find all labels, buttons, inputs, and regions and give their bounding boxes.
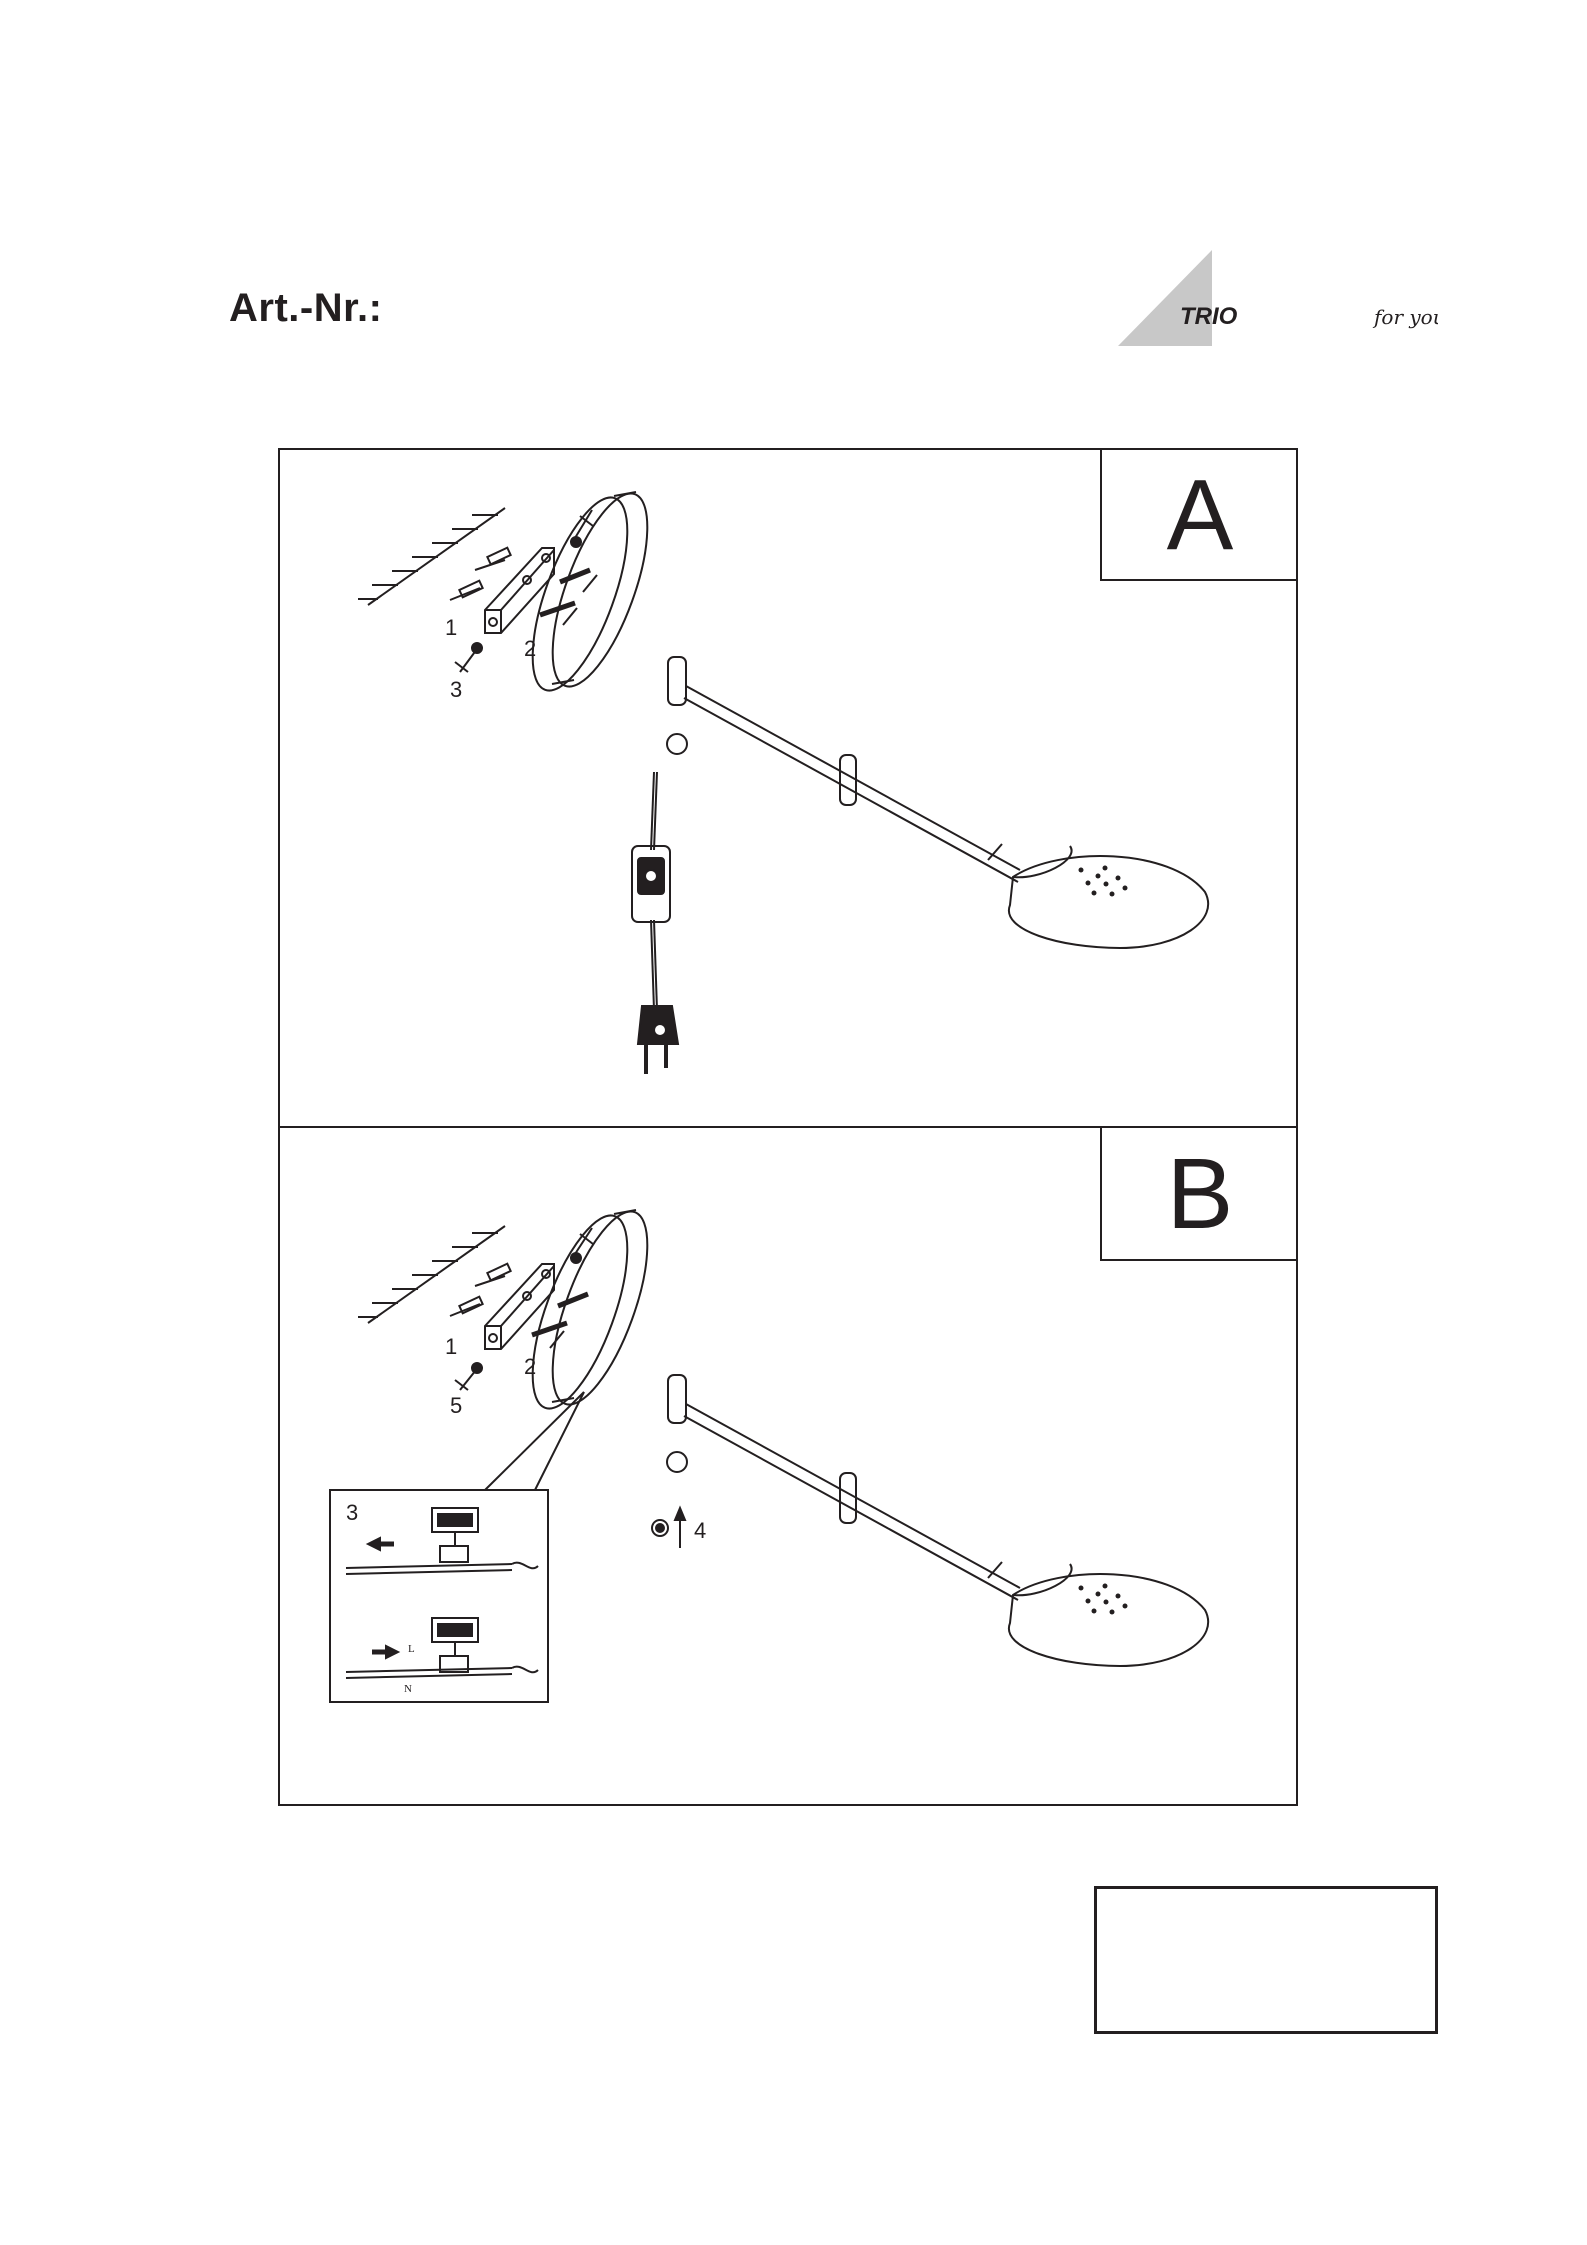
cover-screw (652, 1508, 685, 1548)
swing-arm (667, 657, 1020, 882)
logo-triangle (1118, 250, 1212, 346)
wall-plate (513, 483, 667, 702)
terminal-block-bottom (346, 1618, 538, 1678)
lamp-head (1009, 1564, 1208, 1666)
step-5: 5 (450, 1393, 462, 1418)
inset-step-3: 3 (346, 1500, 358, 1525)
neutral-label: N (404, 1683, 412, 1695)
blank-info-box (1094, 1886, 1438, 2034)
mounting-bracket (485, 1264, 554, 1349)
brand-tagline: for you (1372, 305, 1438, 329)
step-1: 1 (445, 1334, 457, 1359)
step-1: 1 (445, 615, 457, 640)
inline-switch (632, 846, 670, 922)
step-4: 4 (694, 1518, 706, 1543)
mounting-bracket (485, 548, 554, 633)
brand-name: TRIO (1180, 303, 1238, 330)
panel-a-drawing: 1 2 3 (280, 450, 1296, 1126)
euro-plug (638, 1006, 678, 1074)
step-3: 3 (450, 677, 462, 702)
led-dots (1079, 866, 1128, 897)
live-label: L (408, 1643, 415, 1655)
wall-hatching (358, 1226, 505, 1323)
swing-arm (667, 1375, 1020, 1600)
lamp-head (1009, 846, 1208, 948)
article-number-label: Art.-Nr.: (229, 286, 382, 331)
trio-logo: TRIO for you (1118, 250, 1438, 350)
led-dots (1079, 1584, 1128, 1615)
panel-b-drawing: 1 2 5 4 3 (280, 1128, 1296, 1804)
wall-hatching (358, 508, 505, 605)
terminal-block-top (346, 1508, 538, 1574)
